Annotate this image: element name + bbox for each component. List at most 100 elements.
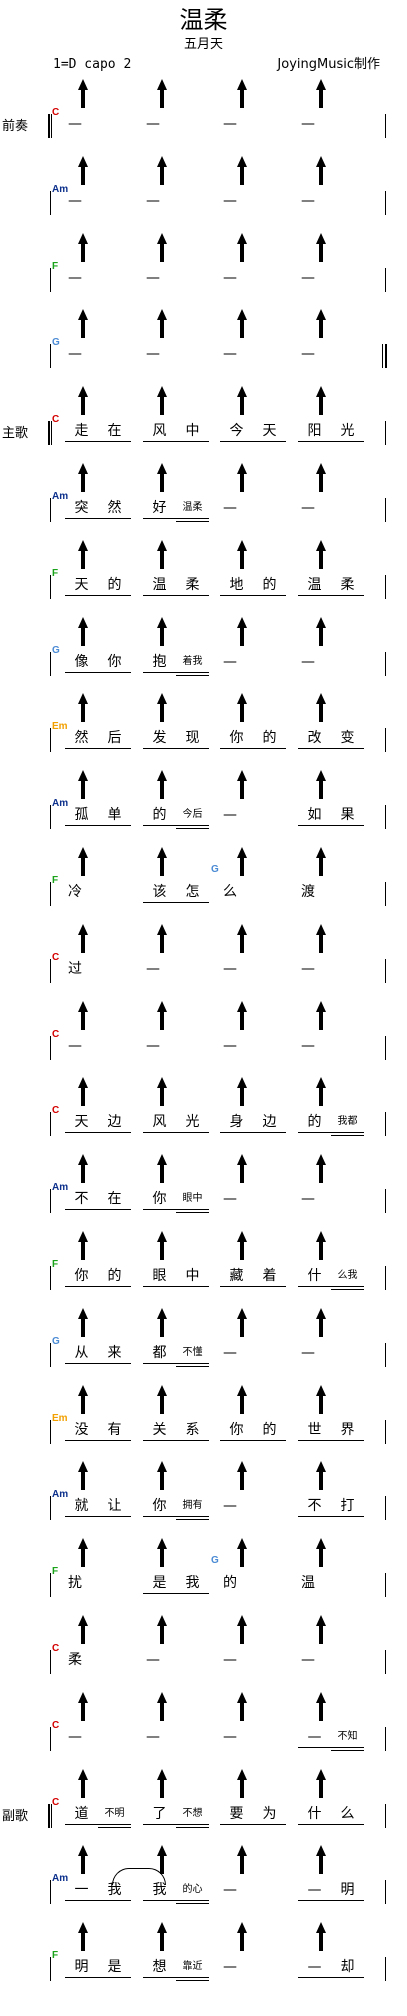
lyric-text: — (223, 1037, 237, 1054)
strum-up-arrow-icon (236, 79, 248, 108)
strum-up-arrow-icon (315, 1691, 327, 1721)
lyric-text: 你 (229, 1421, 244, 1438)
strum-up-arrow-icon (77, 1691, 89, 1721)
strum-up-arrow-icon (315, 1384, 327, 1414)
beat-cell: 天边 (65, 1114, 131, 1134)
lyric-text: 靠近 (182, 1961, 203, 1973)
beat-cell: 什么我 (298, 1268, 364, 1290)
strum-up-arrow-icon (156, 1384, 168, 1414)
beat-cell: —明 (298, 1882, 364, 1902)
beat-cell: — (298, 270, 364, 290)
strum-up-arrow-icon (236, 616, 248, 646)
artist-name: 五月天 (183, 37, 223, 52)
beat-cell: — (143, 1652, 209, 1672)
beat-cell: 天的 (65, 577, 131, 597)
lyric-text: 过 (68, 960, 82, 977)
lyric-text: 有 (107, 1421, 122, 1438)
sub-beat-underline (331, 1135, 364, 1137)
lyric-text: — (301, 116, 315, 132)
beat-cell: 世界 (298, 1422, 364, 1442)
lyric-text: — (146, 1728, 160, 1745)
lyric-text: 你 (229, 730, 244, 747)
beat-underline (143, 825, 209, 827)
beat-cell: 你的 (220, 730, 286, 750)
lyric-text: 你 (74, 1268, 89, 1284)
sub-beat-underline (176, 828, 209, 830)
beat-underline (143, 671, 209, 673)
beat-cell: 要为 (220, 1806, 286, 1826)
strum-up-arrow-icon (236, 1231, 248, 1260)
beat-cell: 一我 (65, 1882, 131, 1902)
lyric-text: 柔 (185, 576, 200, 593)
chord-symbol: Am (52, 183, 69, 195)
beat-cell: — (143, 1038, 209, 1058)
lyric-text: 什 (307, 1805, 322, 1822)
beat-underline (65, 825, 131, 827)
lyric-text: — (68, 346, 82, 363)
lyric-text: — (68, 192, 82, 209)
beat-cell: — (143, 116, 209, 136)
lyric-text: 从 (74, 1344, 89, 1361)
beat-cell: 风中 (143, 423, 209, 443)
lyric-text: 关 (152, 1421, 167, 1438)
strum-up-arrow-icon (156, 1000, 168, 1030)
right-barline (385, 728, 386, 753)
beat-cell: 眼中 (143, 1268, 209, 1288)
chord-symbol: F (52, 1950, 59, 1962)
lyric-text: — (223, 1959, 237, 1976)
lyric-text: 来 (107, 1344, 122, 1361)
beat-cell: — (65, 1038, 131, 1058)
sub-beat-underline (176, 1826, 209, 1828)
strum-up-arrow-icon (156, 232, 168, 262)
beat-cell: — (220, 1652, 286, 1672)
beat-cell: 的我都 (298, 1114, 364, 1137)
right-barline (385, 114, 386, 138)
beat-cell: 什么 (298, 1806, 364, 1826)
beat-underline (143, 1286, 209, 1287)
lyric-text: 怎 (185, 884, 200, 900)
measure-row: C————不知 (0, 1689, 407, 1765)
lyric-text: 是 (107, 1959, 122, 1976)
strum-up-arrow-icon (77, 463, 89, 492)
strum-up-arrow-icon (236, 1077, 248, 1107)
lyric-text: — (301, 1191, 315, 1208)
strum-up-arrow-icon (156, 1922, 168, 1952)
beat-cell: 道不明 (65, 1806, 131, 1828)
beat-cell: 抱着我 (143, 654, 209, 676)
strum-up-arrow-icon (236, 770, 248, 800)
strum-up-arrow-icon (77, 155, 89, 185)
beat-underline (298, 1132, 364, 1134)
section-label: 前奏 (2, 119, 29, 134)
beat-underline (298, 825, 364, 827)
strum-up-arrow-icon (156, 1307, 168, 1337)
left-barline (50, 1266, 51, 1290)
chord-symbol: C (52, 414, 60, 426)
lyric-text: 光 (340, 423, 355, 440)
beat-cell: 改变 (298, 730, 364, 750)
right-barline (385, 1726, 386, 1751)
strum-up-arrow-icon (156, 79, 168, 108)
beat-cell: — (220, 1038, 286, 1058)
beat-underline (220, 1823, 286, 1825)
lyric-text: — (223, 346, 237, 363)
beat-underline (143, 1900, 209, 1902)
lyric-text: 今 (229, 423, 244, 440)
beat-cell: 的 (220, 1575, 286, 1595)
lyric-text: — (301, 1344, 315, 1361)
beat-underline (65, 518, 131, 519)
strum-up-arrow-icon (315, 616, 327, 646)
right-barline (385, 498, 386, 522)
strum-up-arrow-icon (236, 1615, 248, 1644)
left-barline (48, 1803, 50, 1828)
beat-underline (143, 441, 209, 443)
strum-up-arrow-icon (315, 232, 327, 262)
beat-cell: 了不想 (143, 1806, 209, 1828)
lyric-text: 你 (152, 1191, 167, 1208)
lyric-text: 打 (340, 1498, 355, 1515)
beat-cell: 不在 (65, 1191, 131, 1211)
